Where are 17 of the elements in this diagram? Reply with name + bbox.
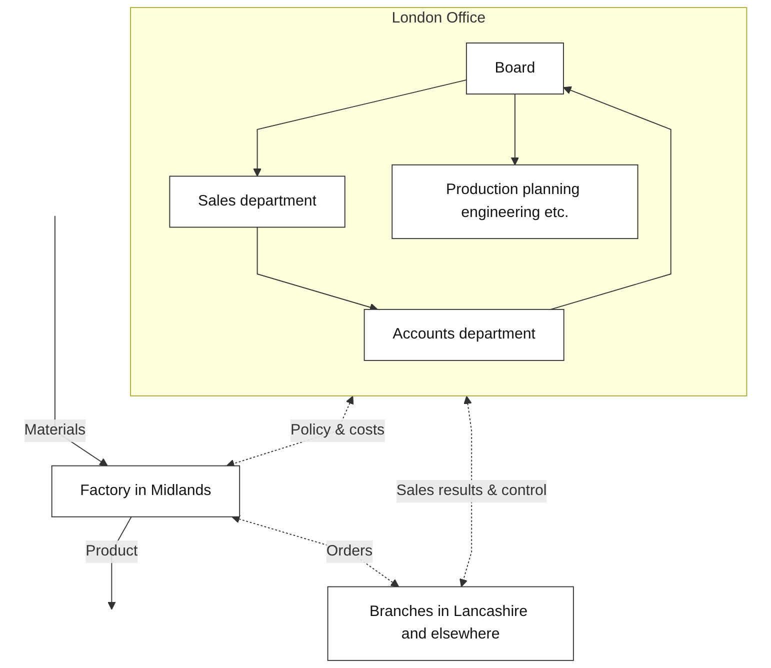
node-box: Branches in Lancashire and elsewhere (327, 586, 574, 661)
edge-label: Sales results & control (396, 482, 547, 499)
arrow (550, 86, 672, 310)
node-box: Board (466, 42, 564, 94)
arrow (232, 515, 400, 588)
node-box: Sales department (169, 176, 346, 228)
edge-label: Policy & costs (290, 422, 385, 438)
node-box: Factory in Midlands (51, 465, 240, 518)
arrow (256, 226, 378, 312)
node-box: Accounts department (364, 308, 564, 361)
arrow (510, 94, 520, 166)
node-box: Production planning engineering etc. (392, 164, 638, 240)
edge-label: Materials (24, 422, 86, 438)
edge-label: Product (86, 543, 138, 560)
edge-label: Orders (326, 543, 373, 560)
arrow (460, 396, 472, 588)
arrow (253, 80, 467, 177)
